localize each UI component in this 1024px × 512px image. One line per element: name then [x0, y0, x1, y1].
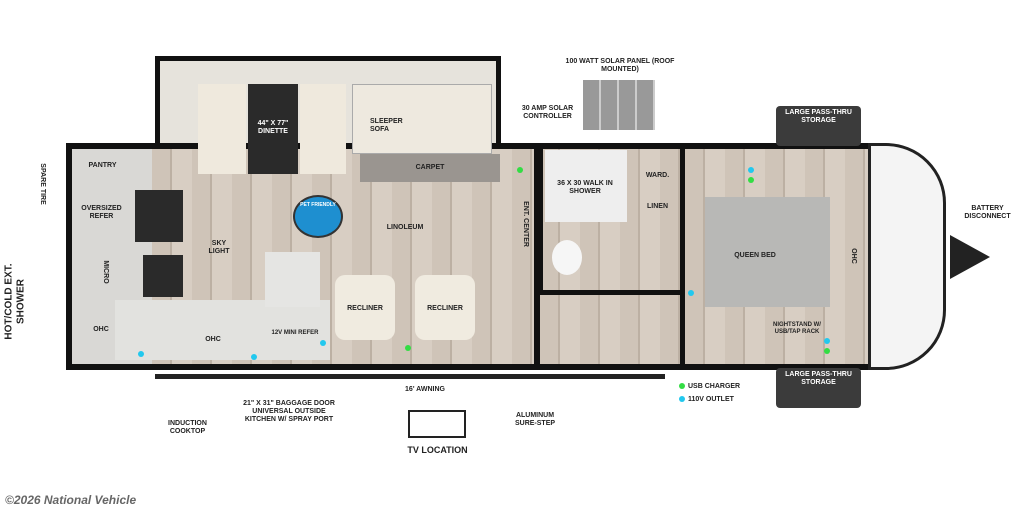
ohc-label-3: OHC	[850, 248, 858, 264]
dinette-table	[248, 84, 298, 174]
dinette-bench-right	[300, 84, 346, 174]
bath-wall-bottom	[538, 290, 683, 295]
shower-label: 36 X 30 WALK IN SHOWER	[557, 180, 613, 196]
front-cap	[868, 143, 946, 370]
ent-center-label: ENT. CENTER	[522, 201, 530, 247]
outlet-dot	[138, 351, 144, 357]
linoleum-label: LINOLEUM	[386, 224, 424, 231]
sky-light-label: SKY LIGHT	[208, 240, 230, 256]
usb-dot	[405, 345, 411, 351]
storage-bottom: LARGE PASS-THRU STORAGE	[776, 368, 861, 408]
shower-stall	[545, 150, 627, 222]
hitch	[950, 235, 990, 279]
sofa	[352, 84, 492, 154]
usb-dot	[748, 177, 754, 183]
tv-location-label: TV LOCATION	[407, 445, 468, 455]
usb-legend-label: USB CHARGER	[688, 383, 741, 390]
recliner-label-2: RECLINER	[427, 305, 463, 312]
solar-panel-label: 100 WATT SOLAR PANEL (ROOF MOUNTED)	[565, 58, 675, 74]
queen-bed-label: QUEEN BED	[734, 252, 776, 259]
kitchen-counter	[115, 300, 330, 360]
bedroom-wall	[680, 145, 685, 367]
outlet-dot	[320, 340, 326, 346]
refrigerator	[135, 190, 183, 242]
copyright-watermark: ©2026 National Vehicle	[5, 493, 137, 507]
toilet	[552, 240, 582, 275]
carpet-area	[360, 154, 500, 182]
outlet-legend-label: 110V OUTLET	[688, 396, 734, 403]
ohc-label-2: OHC	[205, 336, 221, 343]
pet-friendly-badge: PET FRIENDLY	[293, 195, 343, 238]
pantry-label: PANTRY	[88, 162, 117, 169]
recliner-2	[415, 275, 475, 340]
outlet-dot	[824, 338, 830, 344]
linen-label: LINEN	[647, 203, 668, 210]
queen-bed	[705, 197, 830, 307]
usb-dot	[517, 167, 523, 173]
outlet-dot	[688, 290, 694, 296]
storage-top: LARGE PASS-THRU STORAGE	[776, 106, 861, 146]
dinette-label: 44" X 77" DINETTE	[257, 120, 289, 136]
cooktop-label: INDUCTION COOKTOP	[168, 420, 207, 436]
stove	[143, 255, 183, 297]
recliner-label-1: RECLINER	[347, 305, 383, 312]
battery-label: BATTERY DISCONNECT	[964, 205, 1011, 221]
hot-cold-shower-label: HOT/COLD EXT. SHOWER	[3, 263, 27, 340]
mini-refer-label: 12V MINI REFER	[271, 330, 319, 336]
sure-step-label: ALUMINUM SURE-STEP	[514, 412, 556, 428]
ohc-label-1: OHC	[93, 326, 109, 333]
usb-dot	[824, 348, 830, 354]
solar-controller-label: 30 AMP SOLAR CONTROLLER	[521, 105, 574, 121]
recliner-1	[335, 275, 395, 340]
wardrobe-label: WARD.	[645, 172, 670, 179]
outlet-dot	[748, 167, 754, 173]
outlet-dot	[251, 354, 257, 360]
sleeper-sofa-label: SLEEPER SOFA	[370, 118, 403, 134]
dinette-bench-left	[198, 84, 246, 174]
spare-tire-label: SPARE TIRE	[39, 163, 47, 205]
refer-label: OVERSIZED REFER	[81, 205, 122, 221]
baggage-label: 21" X 31" BAGGAGE DOOR UNIVERSAL OUTSIDE…	[243, 400, 335, 424]
solar-panel-graphic	[583, 80, 655, 130]
usb-legend-dot	[679, 383, 685, 389]
carpet-label: CARPET	[415, 164, 445, 171]
pet-friendly-label: PET FRIENDLY	[300, 202, 336, 208]
awning-label: 16' AWNING	[405, 386, 445, 393]
island	[265, 252, 320, 307]
tv-icon	[408, 410, 466, 438]
micro-label: MICRO	[102, 260, 110, 284]
nightstand-label: NIGHTSTAND W/ USB/TAP RACK	[773, 322, 821, 335]
outlet-legend-dot	[679, 396, 685, 402]
bath-wall	[538, 145, 543, 295]
awning-bar	[155, 374, 665, 379]
